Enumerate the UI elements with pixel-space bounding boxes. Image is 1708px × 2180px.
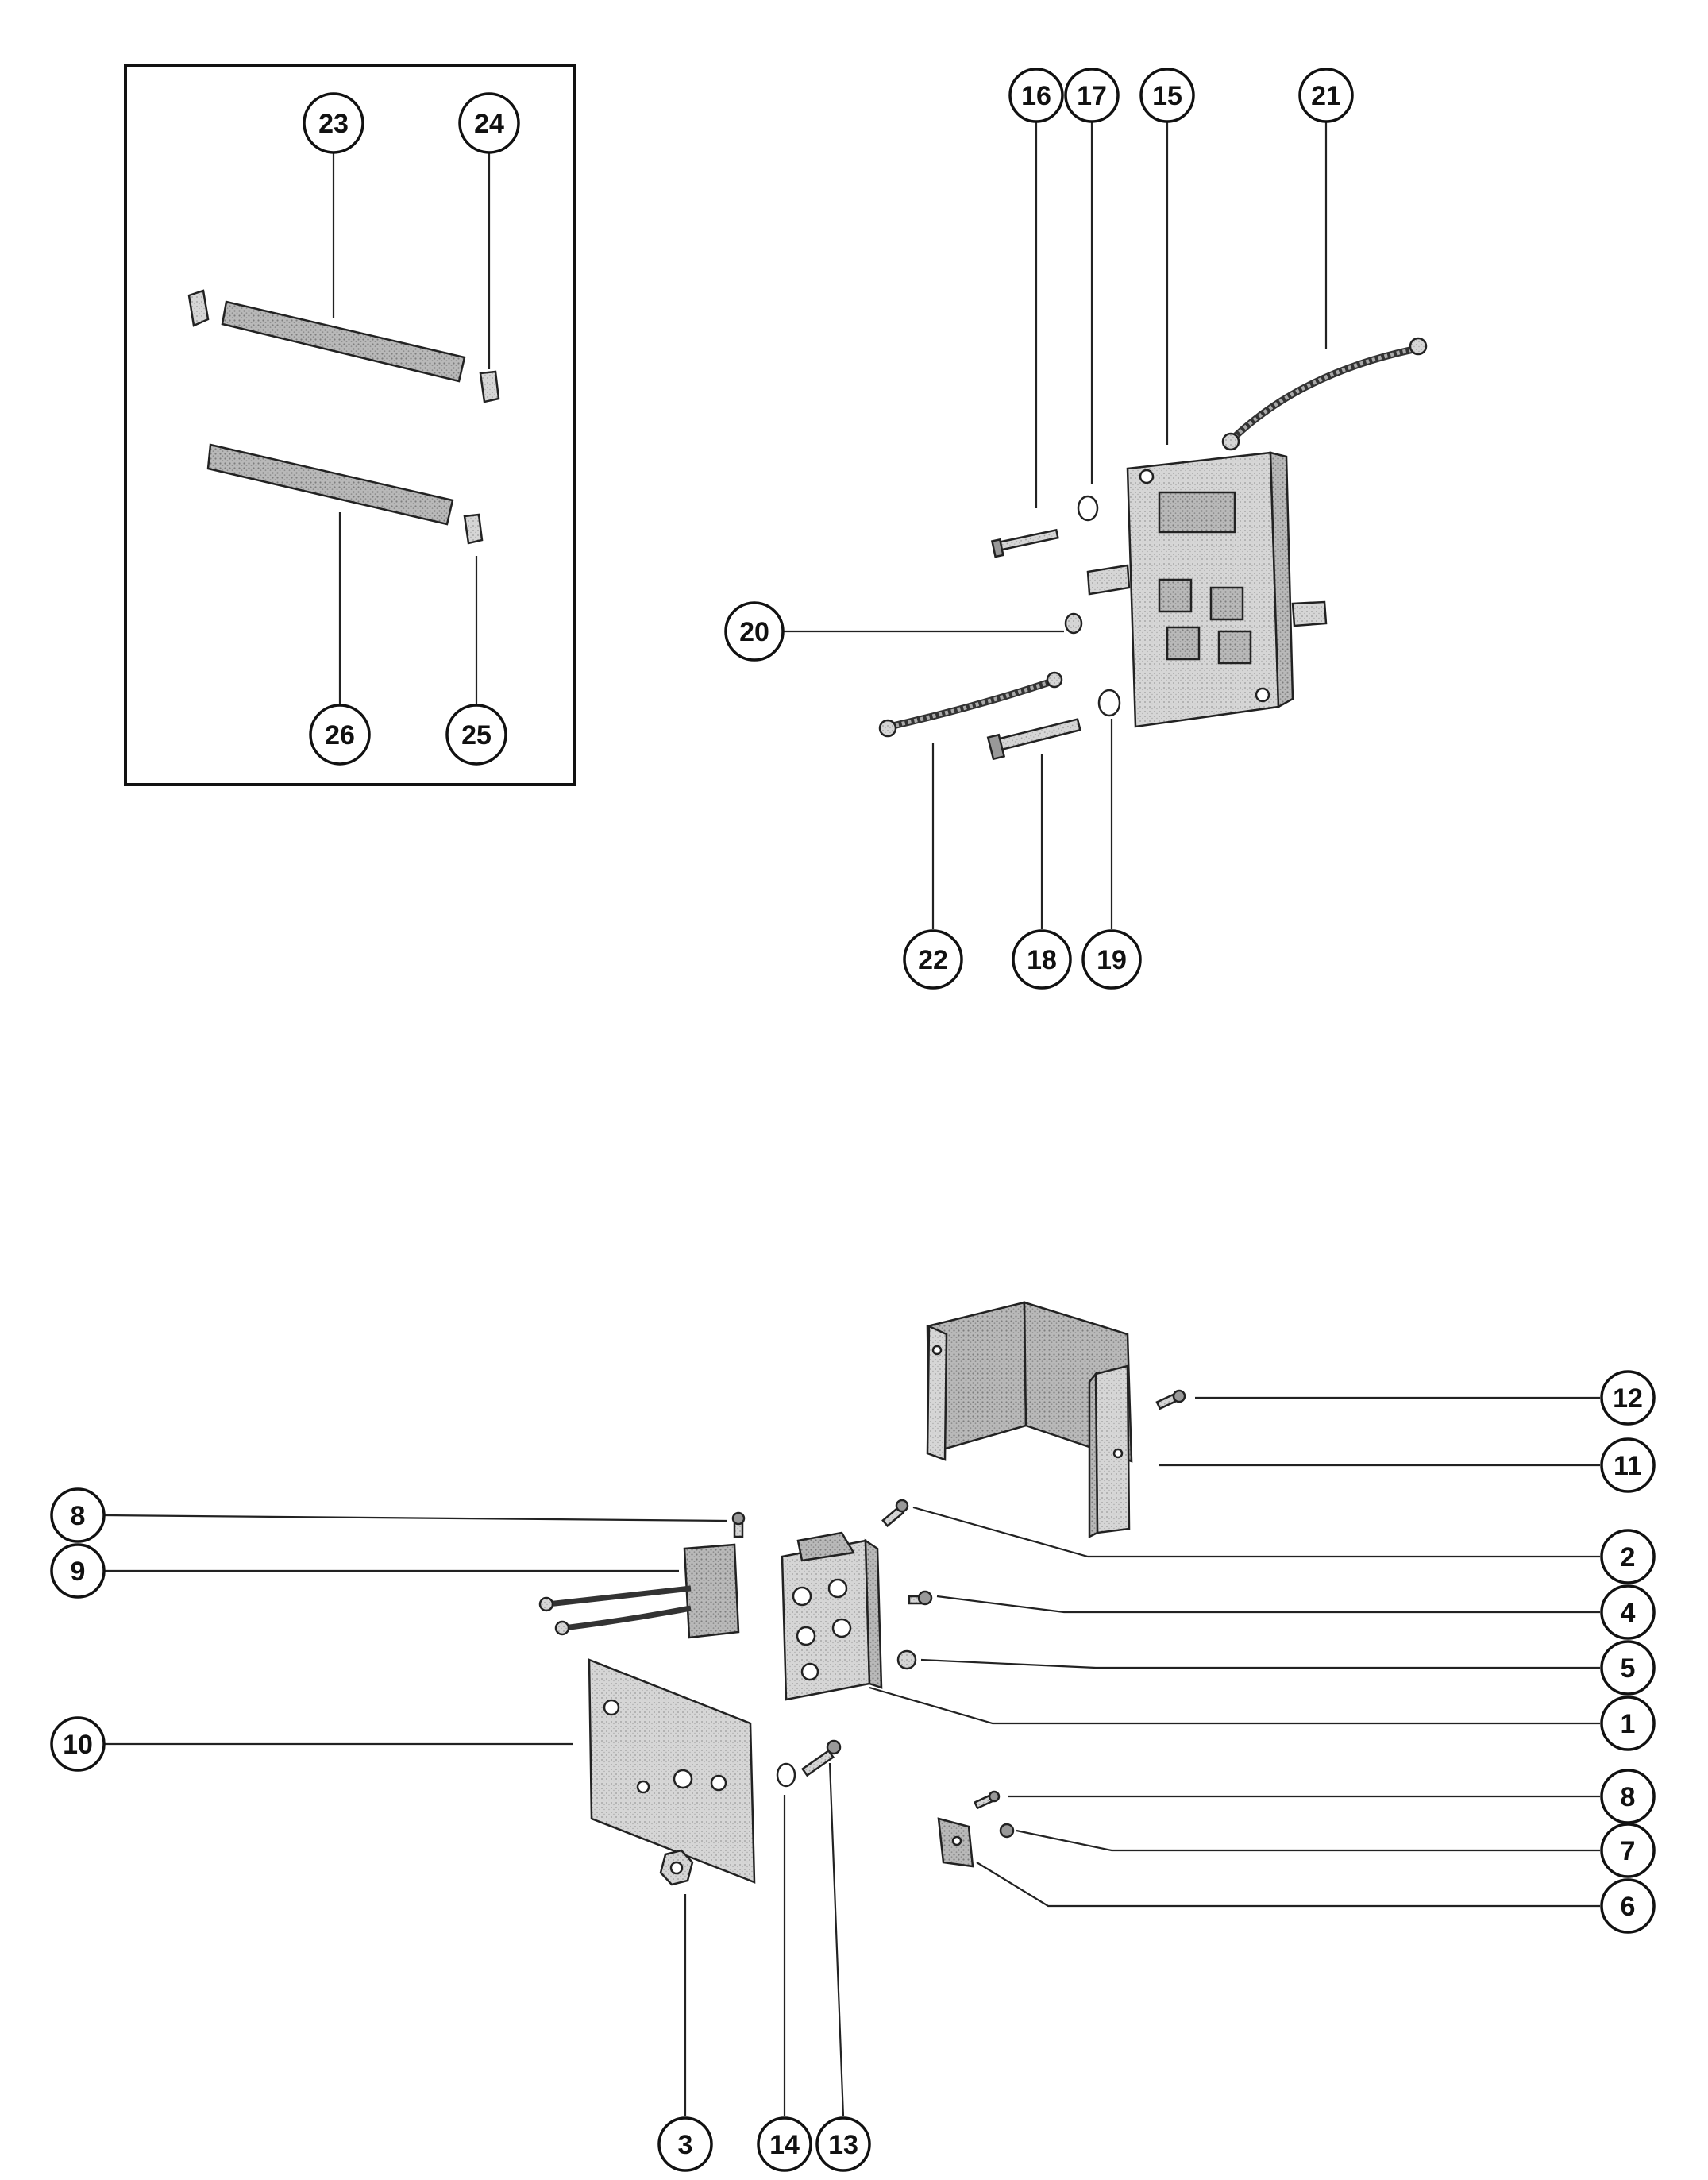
callout-12: 12	[1600, 1370, 1656, 1426]
callout-2: 2	[1600, 1529, 1656, 1584]
washer-14	[776, 1762, 796, 1788]
screw-12	[1155, 1389, 1186, 1410]
callout-26: 26	[309, 704, 371, 766]
hose-26-assembly	[206, 443, 484, 545]
svg-text:7: 7	[1621, 1836, 1636, 1866]
callout-15: 15	[1139, 68, 1195, 123]
svg-text:23: 23	[318, 109, 349, 139]
callout-8-upper: 8	[50, 1487, 106, 1543]
hose-23-assembly	[187, 289, 500, 403]
hose-end-fitting-right	[479, 370, 500, 403]
svg-text:1: 1	[1621, 1709, 1636, 1739]
svg-text:25: 25	[461, 720, 492, 750]
washer-19	[1097, 689, 1121, 717]
callout-22: 22	[903, 929, 963, 990]
svg-text:20: 20	[739, 617, 769, 647]
nut-5	[896, 1649, 917, 1670]
callout-24: 24	[458, 92, 520, 154]
callout-17: 17	[1064, 68, 1120, 123]
svg-text:11: 11	[1614, 1451, 1642, 1481]
screw-4	[908, 1590, 933, 1606]
callout-7: 7	[1600, 1823, 1656, 1878]
svg-text:16: 16	[1021, 81, 1051, 111]
hose-end-fitting-left	[187, 289, 210, 327]
callout-19: 19	[1081, 929, 1142, 990]
callout-20: 20	[724, 601, 785, 662]
screw-2	[881, 1499, 909, 1528]
nut-3	[659, 1849, 694, 1886]
callout-14: 14	[757, 2116, 812, 2172]
svg-text:21: 21	[1311, 81, 1341, 111]
screw-18	[986, 718, 1081, 761]
leader-lines	[104, 111, 1600, 2117]
callout-16: 16	[1008, 68, 1064, 123]
svg-text:12: 12	[1613, 1383, 1643, 1414]
callout-3: 3	[657, 2116, 713, 2172]
wire-21	[1221, 337, 1428, 451]
hose-clip-25	[463, 513, 484, 545]
plate-10	[588, 1658, 756, 1884]
screw-13	[801, 1739, 842, 1777]
callout-9: 9	[50, 1543, 106, 1599]
svg-text:6: 6	[1621, 1892, 1636, 1922]
callout-1: 1	[1600, 1696, 1656, 1751]
svg-text:17: 17	[1077, 81, 1107, 111]
inset-frame	[124, 64, 576, 786]
svg-text:18: 18	[1027, 945, 1057, 975]
svg-text:8: 8	[1621, 1782, 1636, 1812]
callout-5: 5	[1600, 1640, 1656, 1696]
terminal-block-1	[781, 1531, 883, 1701]
washer-20	[1064, 612, 1083, 635]
callout-6: 6	[1600, 1878, 1656, 1934]
svg-text:3: 3	[678, 2130, 693, 2160]
svg-text:2: 2	[1621, 1542, 1636, 1572]
svg-text:22: 22	[918, 945, 948, 975]
screw-16	[990, 528, 1059, 558]
callout-8-lower: 8	[1600, 1769, 1656, 1824]
callout-11: 11	[1600, 1437, 1656, 1493]
callout-25: 25	[445, 704, 507, 766]
washer-17	[1077, 495, 1099, 522]
bracket-9	[538, 1543, 740, 1639]
svg-text:14: 14	[769, 2130, 800, 2160]
callout-13: 13	[815, 2116, 871, 2172]
coil-assembly-15	[1086, 451, 1328, 728]
svg-text:24: 24	[474, 109, 504, 139]
callout-4: 4	[1600, 1584, 1656, 1640]
screw-7	[999, 1823, 1015, 1839]
callout-10: 10	[50, 1716, 106, 1772]
screw-8-lower	[974, 1790, 1001, 1810]
callout-23: 23	[303, 92, 364, 154]
callout-21: 21	[1298, 68, 1354, 123]
wire-22	[878, 671, 1063, 738]
svg-text:13: 13	[828, 2130, 858, 2160]
svg-text:4: 4	[1621, 1598, 1636, 1628]
screw-8-upper	[731, 1511, 746, 1538]
svg-text:10: 10	[63, 1730, 93, 1760]
svg-text:9: 9	[71, 1557, 86, 1587]
bracket-11	[926, 1301, 1133, 1539]
svg-text:19: 19	[1097, 945, 1127, 975]
svg-text:26: 26	[325, 720, 355, 750]
svg-text:15: 15	[1152, 81, 1182, 111]
clip-6	[937, 1817, 974, 1868]
svg-text:8: 8	[71, 1501, 86, 1531]
svg-text:5: 5	[1621, 1653, 1636, 1684]
callout-18: 18	[1012, 929, 1072, 990]
